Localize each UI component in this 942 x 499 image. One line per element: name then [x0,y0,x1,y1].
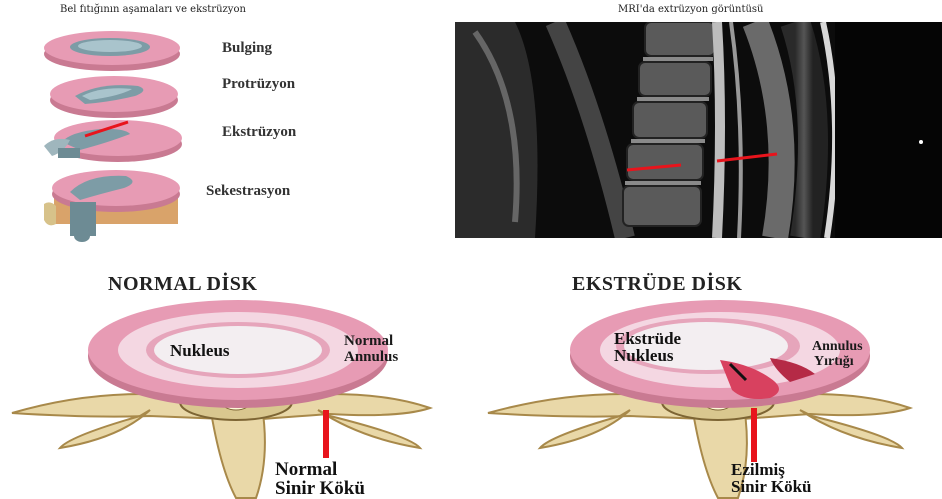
stage-disk-ekstruzyon [44,120,182,162]
normal-nucleus-label: Nukleus [170,342,230,359]
herniation-stages-illustration [40,24,210,249]
normal-annulus-label-1: Normal [344,334,393,349]
stage-label-ekstruzyon: Ekstrüzyon [222,124,296,141]
stage-disk-protruzyon [50,76,178,118]
mri-caption: MRI'da extrüzyon görüntüsü [618,4,763,15]
extruded-disk-title: EKSTRÜDE DİSK [572,273,742,296]
stage-disk-sekestrasyon [44,170,180,242]
extruded-root-marker [751,408,757,462]
stage-label-protruzyon: Protrüzyon [222,76,295,93]
extruded-root-label-2: Sinir Kökü [731,478,811,495]
extruded-disk-diagram [470,298,942,499]
normal-annulus-label-2: Annulus [344,350,398,365]
extruded-nucleus-label-1: Ekstrüde [614,330,681,347]
normal-root-label-2: Sinir Kökü [275,479,365,498]
stage-disk-bulging [44,31,180,71]
annulus-tear-label-1: Annulus [812,340,863,354]
mri-sagittal-image [455,22,942,238]
stage-label-bulging: Bulging [222,40,272,57]
normal-root-label-1: Normal [275,460,337,479]
normal-disk-title: NORMAL DİSK [108,273,257,296]
stages-caption: Bel fıtığının aşamaları ve ekstrüzyon [60,4,246,15]
stage-label-sekestrasyon: Sekestrasyon [206,183,290,200]
extruded-nucleus-label-2: Nukleus [614,347,674,364]
normal-disk-shape [88,300,388,408]
extruded-root-label-1: Ezilmiş [731,461,785,478]
normal-root-marker [323,410,329,458]
normal-disk-diagram [0,298,470,499]
annulus-tear-label-2: Yırtığı [814,355,854,369]
